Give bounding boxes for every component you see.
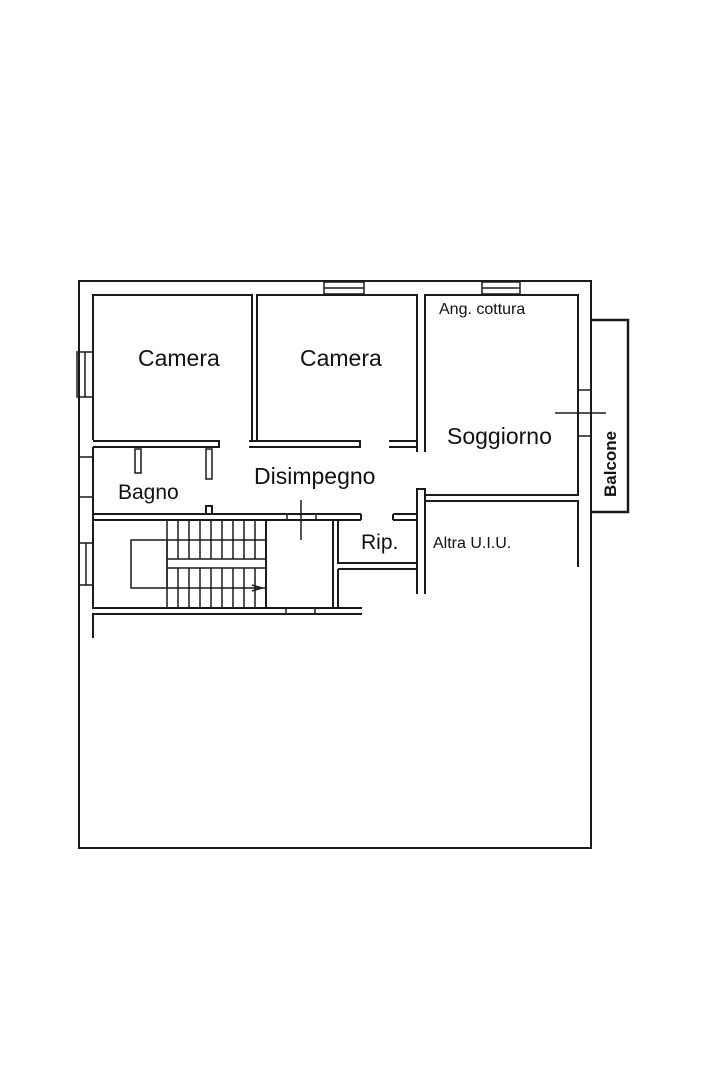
stair-arrow-icon (251, 584, 265, 592)
top-window-2 (481, 281, 521, 295)
wall-corridor-top-mid (249, 440, 361, 448)
wall-soggiorno (424, 294, 579, 496)
left-window-bagno (78, 456, 94, 498)
wall-bagno-bottom (93, 505, 213, 515)
wall-corridor-top-left (93, 440, 220, 448)
left-window-stairs (78, 542, 94, 586)
top-window-1 (323, 281, 365, 295)
stair-block (92, 519, 334, 609)
room-label-soggiorno: Soggiorno (447, 423, 552, 449)
room-label-camera-2: Camera (300, 345, 382, 371)
wall-altra-uiu (416, 488, 426, 594)
wall-corridor-top-right (389, 440, 418, 448)
wall-camera-2 (256, 294, 418, 440)
room-label-disimpegno: Disimpegno (254, 463, 376, 489)
room-label-ang-cottura: Ang. cottura (439, 301, 526, 318)
bagno-stub-2 (205, 448, 213, 480)
staircase (130, 519, 267, 609)
bagno-stub-1 (134, 448, 142, 474)
room-label-balcone: Balcone (601, 430, 620, 497)
room-label-altra-uiu: Altra U.I.U. (433, 535, 512, 552)
room-label-camera-1: Camera (138, 345, 220, 371)
landing (265, 519, 334, 609)
room-label-bagno: Bagno (118, 481, 179, 504)
wall-camera-1 (92, 294, 253, 440)
room-label-ripostiglio: Rip. (361, 531, 399, 554)
balcone-outline (591, 318, 630, 514)
